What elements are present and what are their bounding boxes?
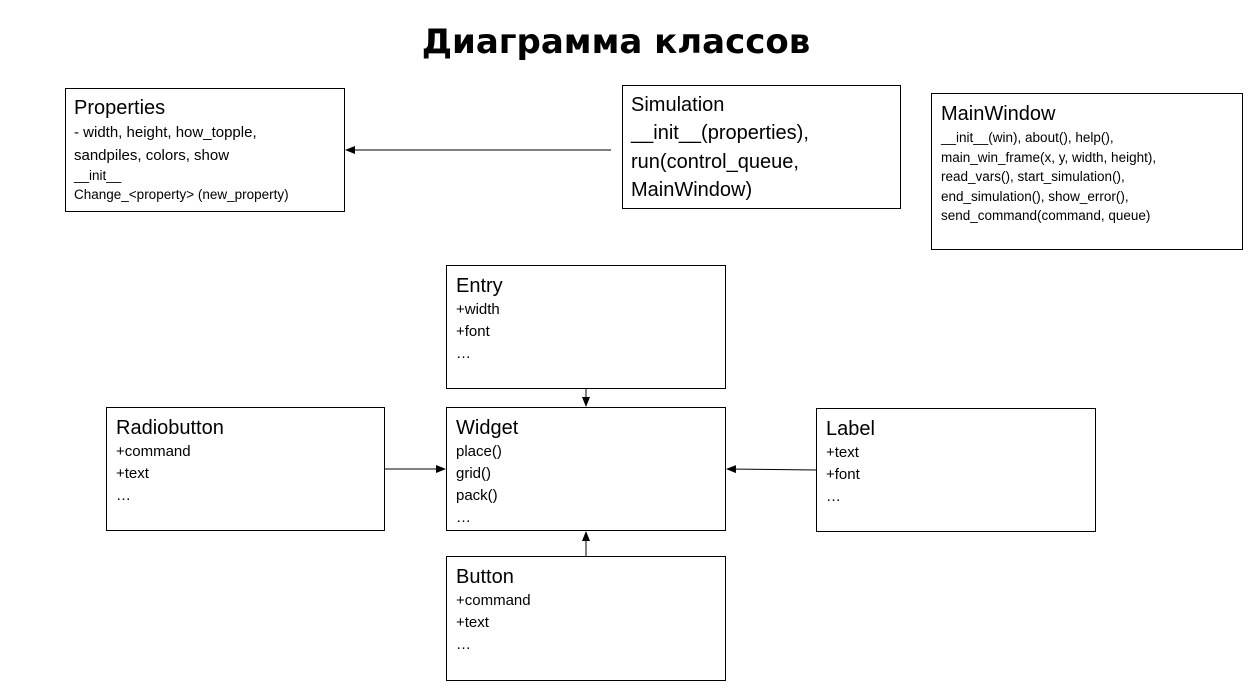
class-box-entry: Entry +width +font … [446,265,726,389]
class-line: +font [826,466,860,483]
class-name-label: Label [826,418,875,440]
class-name-mainwindow: MainWindow [941,103,1056,125]
class-line: main_win_frame(x, y, width, height), [941,149,1157,165]
class-name-button: Button [456,566,514,588]
class-line: +command [116,443,191,460]
arrow-label-to-widget [726,465,817,474]
class-line: +font [456,323,490,340]
class-name-properties: Properties [74,97,166,119]
class-name-entry: Entry [456,275,503,297]
class-line: read_vars(), start_simulation(), [941,169,1125,184]
class-line: MainWindow) [631,179,753,201]
class-line: __init__(properties), [631,122,809,144]
class-line: +command [456,592,531,609]
class-box-label: Label +text +font … [816,408,1096,532]
class-name-simulation: Simulation [631,94,725,116]
class-line: - width, height, how_topple, [74,124,257,141]
class-line: place() [456,443,502,460]
class-box-simulation: Simulation __init__(properties), run(con… [622,85,901,209]
class-line: … [456,636,471,653]
class-line: … [826,488,841,505]
class-box-mainwindow: MainWindow __init__(win), about(), help(… [931,93,1243,250]
class-line: grid() [456,465,492,482]
class-line: … [456,509,471,526]
class-line: … [116,487,131,504]
class-line: send_command(command, queue) [941,208,1151,223]
class-name-radiobutton: Radiobutton [116,417,224,439]
class-box-radiobutton: Radiobutton +command +text … [106,407,385,531]
class-line: run(control_queue, [631,150,799,173]
class-line: pack() [456,487,498,504]
class-line: +text [116,465,149,482]
class-line: __init__(win), about(), help(), [941,130,1114,145]
class-name-widget: Widget [456,417,519,439]
class-box-button: Button +command +text … [446,556,726,681]
class-line: sandpiles, colors, show [74,147,230,164]
class-line: Change_<property> (new_property) [74,187,289,202]
class-box-widget: Widget place() grid() pack() … [446,407,726,531]
class-line: +text [456,614,489,631]
class-line: __init__ [74,168,122,183]
diagram-title: Диаграмма классов [421,22,811,62]
class-line: … [456,345,471,362]
class-line: +text [826,444,859,461]
class-line: end_simulation(), show_error(), [941,188,1129,204]
class-box-properties: Properties - width, height, how_topple, … [65,88,345,212]
class-line: +width [456,301,500,318]
